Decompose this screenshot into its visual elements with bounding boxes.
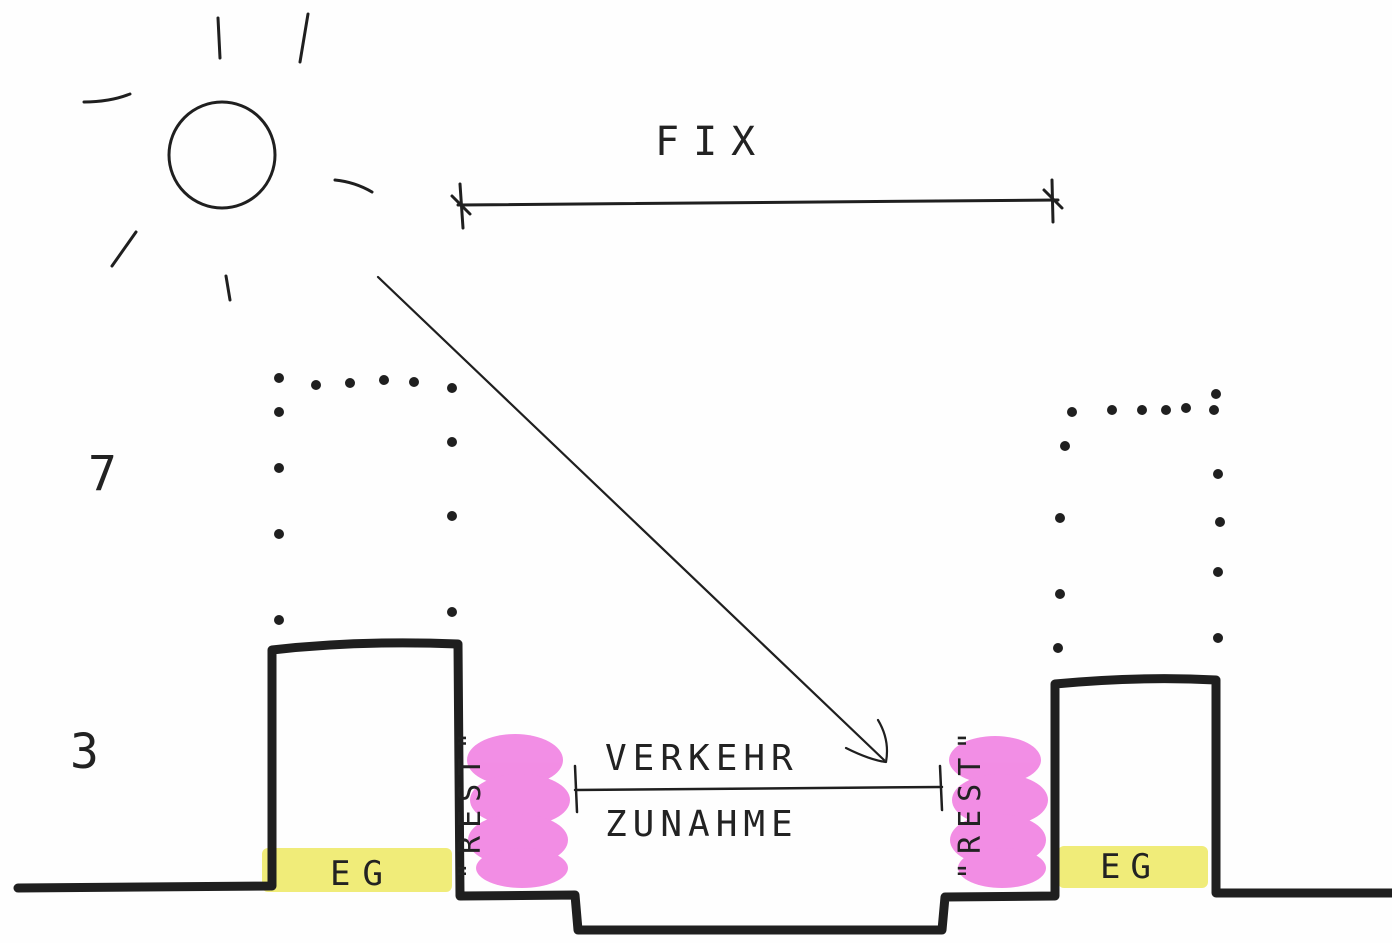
eg-highlight-right [1058, 846, 1208, 888]
eg-label-right: EG [1100, 847, 1161, 887]
floors-high-label: 7 [88, 446, 117, 502]
rest-label-right: "REST" [953, 724, 988, 880]
eg-label-left: EG [330, 854, 395, 894]
verkehr-label: VERKEHR [605, 738, 799, 779]
zunahme-label: ZUNAHME [605, 804, 799, 845]
sun-icon [82, 12, 374, 302]
rest-highlight-right [949, 736, 1048, 888]
dimension-arrow-icon [450, 178, 1064, 230]
rest-highlight-left [467, 734, 570, 888]
fix-label: FIX [655, 119, 769, 165]
future-building-right [1053, 389, 1225, 653]
ground-profile [13, 638, 1392, 935]
traffic-dimension [573, 764, 944, 814]
eg-highlight-left [262, 848, 452, 892]
rest-label-left: "REST" [453, 724, 488, 880]
floors-low-label: 3 [70, 724, 99, 780]
sun-ray-arrow [376, 275, 889, 764]
future-building-left [274, 373, 457, 625]
